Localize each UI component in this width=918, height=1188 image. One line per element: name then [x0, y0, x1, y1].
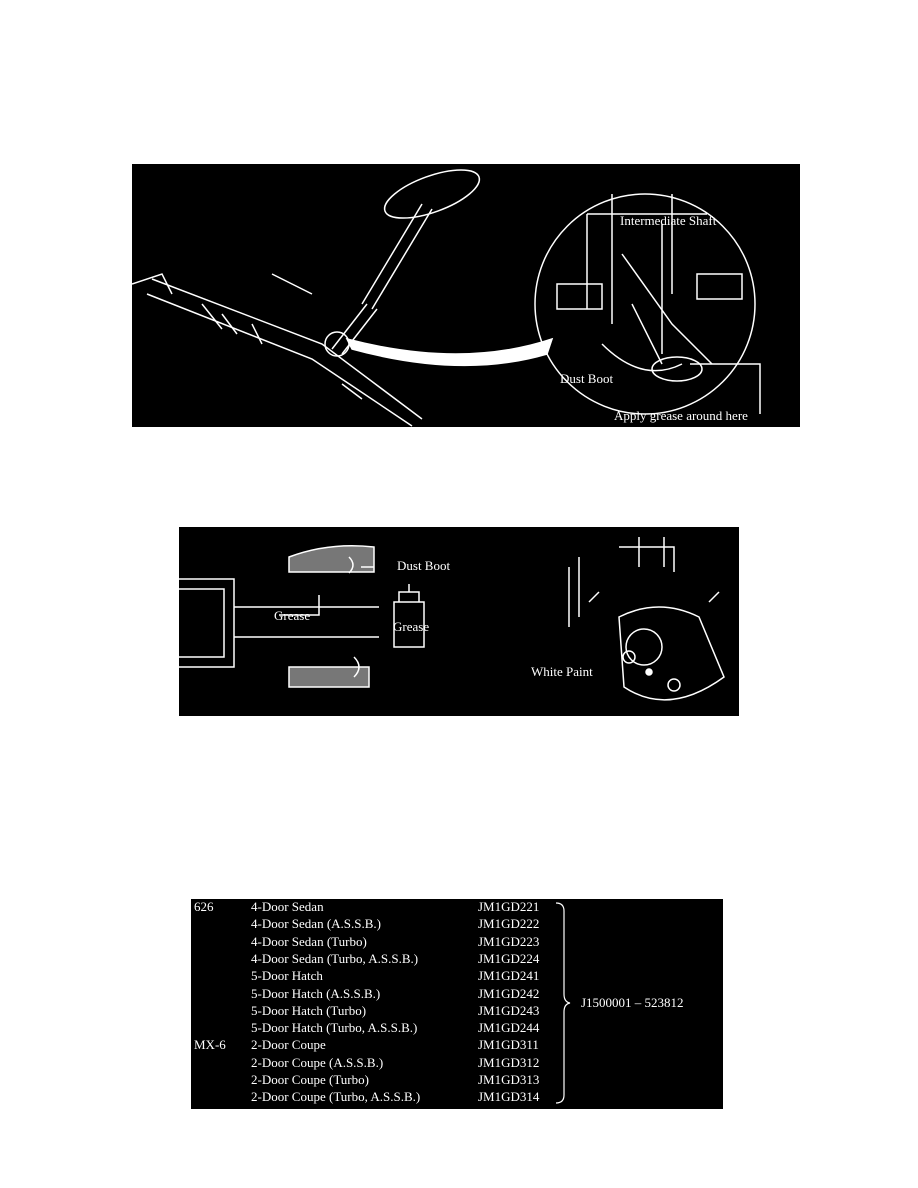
body-type-cell: 5-Door Hatch (A.S.S.B.) [251, 985, 381, 1001]
table-row: 2-Door Coupe (Turbo, A.S.S.B.) JM1GD314 [191, 1089, 723, 1105]
vin-cell: JM1GD223 [478, 933, 540, 949]
table-row: 626 4-Door Sedan JM1GD221 [191, 899, 723, 915]
label-dust-boot: Dust Boot [397, 558, 451, 573]
body-type-cell: 2-Door Coupe (Turbo, A.S.S.B.) [251, 1089, 421, 1105]
serial-range: J1500001 – 523812 [581, 995, 684, 1010]
label-white-paint: White Paint [531, 664, 593, 679]
label-grease-can: Grease [393, 619, 430, 634]
grease-application-drawing [179, 537, 725, 701]
steering-column-illustration: Intermediate Shaft Dust Boot Apply greas… [132, 164, 800, 427]
table-row: 4-Door Sedan (A.S.S.B.) JM1GD222 [191, 916, 723, 932]
table-row: 5-Door Hatch (Turbo, A.S.S.B.) JM1GD244 [191, 1020, 723, 1036]
table-row: MX-6 2-Door Coupe JM1GD311 [191, 1037, 723, 1053]
vin-cell: JM1GD312 [478, 1054, 540, 1070]
table-row: 4-Door Sedan (Turbo, A.S.S.B.) JM1GD224 [191, 951, 723, 967]
body-type-cell: 2-Door Coupe [251, 1037, 326, 1053]
body-type-cell: 5-Door Hatch (Turbo) [251, 1002, 367, 1018]
dust-boot-grease-illustration: Dust Boot Grease Grease White Paint [179, 527, 739, 716]
vin-cell: JM1GD244 [478, 1020, 540, 1036]
table-row: 5-Door Hatch (A.S.S.B.) JM1GD242 [191, 986, 723, 1002]
body-type-cell: 4-Door Sedan [251, 899, 324, 914]
body-type-cell: 2-Door Coupe (Turbo) [251, 1072, 369, 1087]
table-row: 5-Door Hatch (Turbo) JM1GD243 [191, 1003, 723, 1019]
body-type-cell: 5-Door Hatch [251, 968, 323, 984]
label-grease: Grease [274, 608, 311, 623]
model-cell: MX-6 [194, 1037, 226, 1053]
vin-table: 626 4-Door Sedan JM1GD221 4-Door Sedan (A.S… [191, 899, 723, 1109]
vin-cell: JM1GD222 [478, 916, 540, 932]
vin-cell: JM1GD241 [478, 968, 540, 984]
vin-cell: JM1GD314 [478, 1089, 540, 1105]
body-type-cell: 4-Door Sedan (Turbo) [251, 933, 367, 949]
vin-cell: JM1GD311 [478, 1037, 539, 1053]
table-row: 5-Door Hatch JM1GD241 [191, 968, 723, 984]
steering-assembly-drawing [132, 169, 761, 427]
vin-cell: JM1GD243 [478, 1002, 540, 1018]
model-cell: 626 [194, 899, 214, 914]
vin-cell: JM1GD242 [478, 985, 540, 1001]
body-type-cell: 5-Door Hatch (Turbo, A.S.S.B.) [251, 1020, 418, 1036]
table-row: 2-Door Coupe (Turbo) JM1GD313 [191, 1072, 723, 1088]
vin-cell: JM1GD221 [478, 899, 540, 914]
label-apply-grease: Apply grease around here [614, 408, 748, 423]
bracket-brace [555, 902, 571, 1104]
label-intermediate-shaft: Intermediate Shaft [620, 213, 717, 228]
table-row: 2-Door Coupe (A.S.S.B.) JM1GD312 [191, 1055, 723, 1071]
table-row: 4-Door Sedan (Turbo) JM1GD223 [191, 934, 723, 950]
body-type-cell: 4-Door Sedan (A.S.S.B.) [251, 916, 381, 932]
body-type-cell: 4-Door Sedan (Turbo, A.S.S.B.) [251, 950, 419, 966]
body-type-cell: 2-Door Coupe (A.S.S.B.) [251, 1054, 384, 1070]
vin-cell: JM1GD313 [478, 1072, 540, 1087]
vin-cell: JM1GD224 [478, 950, 540, 966]
label-dust-boot: Dust Boot [560, 371, 614, 386]
